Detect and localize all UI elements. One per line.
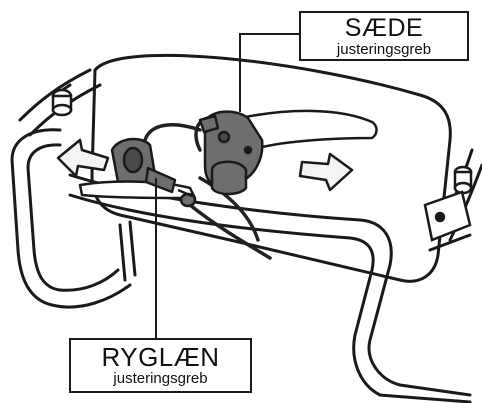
backrest-label-subtitle: justeringsgreb — [71, 371, 250, 386]
seat-label-subtitle: justeringsgreb — [301, 42, 467, 57]
seat-label-title: SÆDE — [301, 16, 467, 41]
frame-knob-right — [455, 167, 471, 193]
frame-knob-left — [53, 90, 71, 115]
backrest-label-title: RYGLÆN — [71, 344, 250, 370]
backrest-adjustment-callout: RYGLÆN justeringsgreb — [69, 338, 252, 393]
seat-adjustment-callout: SÆDE justeringsgreb — [299, 11, 469, 61]
